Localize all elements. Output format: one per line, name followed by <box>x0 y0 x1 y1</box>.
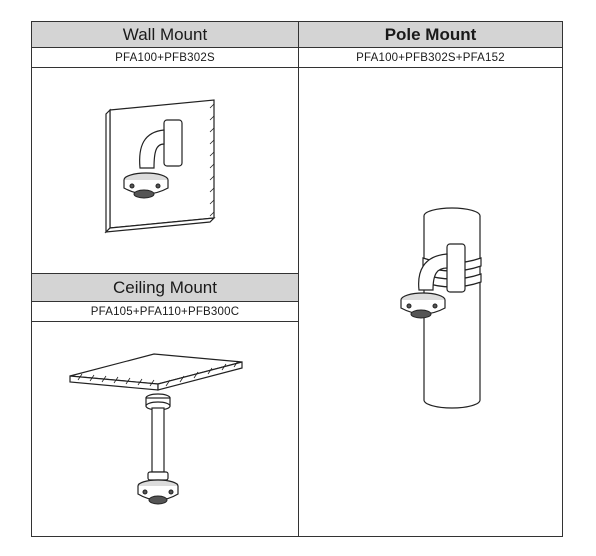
wall-mount-header: Wall Mount <box>32 22 298 48</box>
ceiling-mount-title: Ceiling Mount <box>113 277 217 297</box>
wall-mount-title: Wall Mount <box>122 24 208 44</box>
wall-mount-model-row: PFA100+PFB302S <box>32 48 298 68</box>
pole-mount-model-row: PFA100+PFB302S+PFA152 <box>299 48 562 68</box>
column-divider <box>298 22 299 536</box>
ceiling-mount-model: PFA105+PFA110+PFB300C <box>90 305 240 318</box>
pole-mount-image-cell <box>299 68 562 536</box>
ceiling-mount-model-row: PFA105+PFA110+PFB300C <box>32 302 298 322</box>
wall-mount-illustration <box>104 99 216 234</box>
ceiling-mount-image-cell <box>32 322 298 536</box>
pole-mount-model: PFA100+PFB302S+PFA152 <box>356 51 505 64</box>
pole-mount-illustration <box>400 207 482 409</box>
pole-mount-title: Pole Mount <box>384 24 477 44</box>
pole-mount-header: Pole Mount <box>299 22 562 48</box>
wall-mount-image-cell <box>32 68 298 274</box>
ceiling-mount-header: Ceiling Mount <box>32 274 298 302</box>
ceiling-mount-illustration <box>69 353 243 505</box>
wall-mount-model: PFA100+PFB302S <box>115 51 215 64</box>
mount-options-table: Wall Mount PFA100+PFB302S Pole Mount PFA… <box>31 21 563 537</box>
